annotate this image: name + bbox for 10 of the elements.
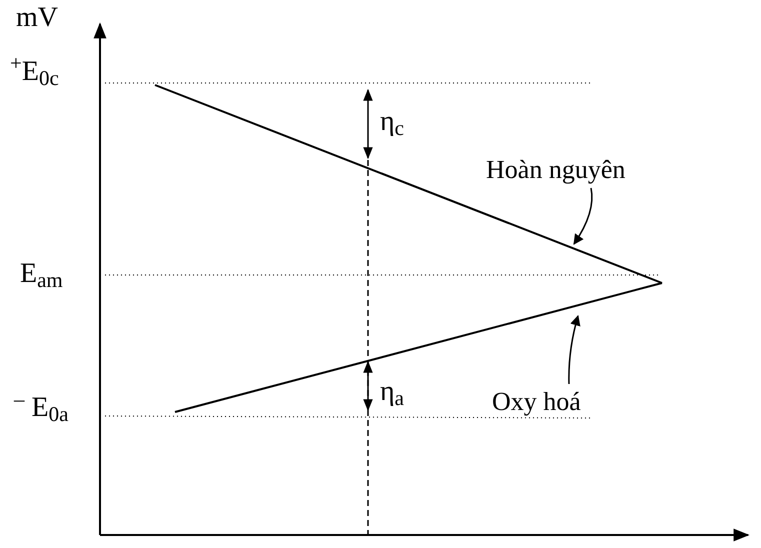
potential-label: E$_{am}$	[20, 260, 63, 288]
leader-line	[568, 315, 580, 384]
overpotential-label: η$_{c}$	[380, 108, 404, 136]
potential-label: $^{+}$E$_{0c}$	[10, 58, 59, 86]
curve-label: Hoàn nguyên	[486, 157, 626, 183]
potential-label: $^{–}$ E$_{0a}$	[14, 394, 68, 422]
curve-label: Oxy hoá	[492, 389, 581, 415]
leader-line	[573, 188, 593, 245]
overpotential-label: η$_{a}$	[380, 378, 404, 406]
axis-label: mV	[16, 4, 58, 32]
